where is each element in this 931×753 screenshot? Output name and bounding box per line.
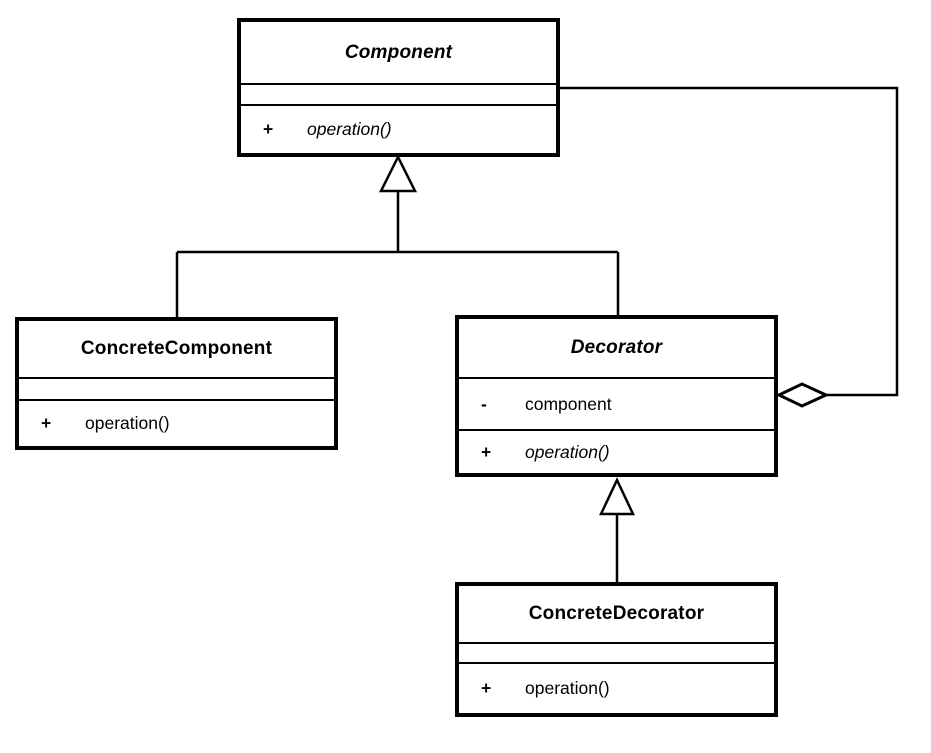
class-name-decorator: Decorator — [459, 319, 774, 379]
attribute-row: - component — [459, 379, 774, 429]
generalization-arrowhead-decorator — [599, 477, 635, 516]
class-box-decorator: Decorator - component + operation() — [455, 315, 778, 477]
class-box-component: Component + operation() — [237, 18, 560, 157]
visibility-symbol: + — [481, 441, 492, 462]
operation-row: + operation() — [241, 106, 556, 153]
operation-row: + operation() — [459, 664, 774, 713]
generalization-tree-line — [175, 192, 620, 317]
class-name-concrete-component: ConcreteComponent — [19, 321, 334, 379]
visibility-symbol: + — [41, 413, 52, 433]
operations-section-component: + operation() — [241, 106, 556, 153]
class-box-concrete-component: ConcreteComponent + operation() — [15, 317, 338, 450]
operation-name: operation() — [525, 441, 610, 462]
generalization-arrowhead-component — [378, 154, 418, 193]
attributes-section-component — [241, 85, 556, 106]
attributes-section-concrete-decorator — [459, 644, 774, 664]
aggregation-diamond-icon — [775, 382, 830, 408]
attributes-section-decorator: - component — [459, 379, 774, 431]
visibility-symbol: + — [263, 119, 274, 139]
class-box-concrete-decorator: ConcreteDecorator + operation() — [455, 582, 778, 717]
operations-section-concrete-decorator: + operation() — [459, 664, 774, 713]
operations-section-decorator: + operation() — [459, 431, 774, 473]
operation-name: operation() — [307, 119, 392, 139]
visibility-symbol: + — [481, 678, 492, 698]
aggregation-line — [560, 86, 899, 397]
attribute-name: component — [525, 393, 612, 414]
attributes-section-concrete-component — [19, 379, 334, 401]
operation-name: operation() — [85, 413, 170, 433]
class-name-concrete-decorator: ConcreteDecorator — [459, 586, 774, 644]
operation-name: operation() — [525, 678, 610, 698]
operations-section-concrete-component: + operation() — [19, 401, 334, 446]
operation-row: + operation() — [459, 431, 774, 473]
class-name-component: Component — [241, 22, 556, 85]
operation-row: + operation() — [19, 401, 334, 446]
visibility-symbol: - — [481, 393, 487, 414]
